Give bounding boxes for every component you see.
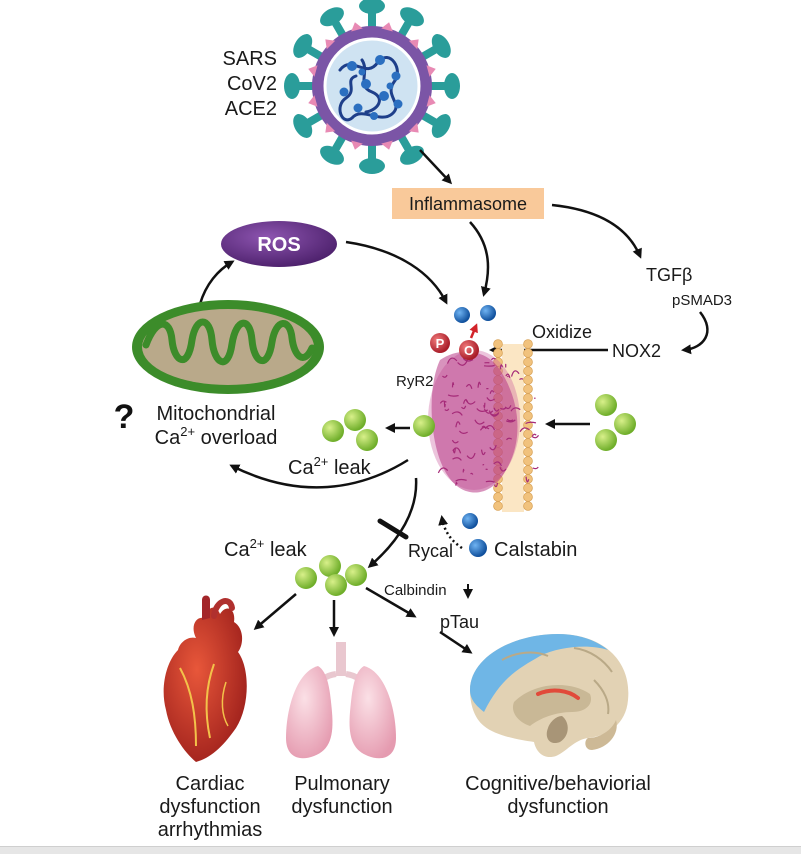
o-marker-label: O — [464, 343, 474, 358]
lipid-head — [494, 493, 503, 502]
lipid-head — [524, 484, 533, 493]
brain-illustration — [470, 634, 628, 757]
lipid-head — [524, 358, 533, 367]
nox2-label: NOX2 — [612, 341, 661, 361]
red-arrow-oxidation — [471, 326, 476, 338]
ca-ion-mito-2 — [344, 409, 366, 431]
ryr2-texture — [484, 366, 495, 367]
arrow-virus-to-inflammasome — [420, 150, 450, 182]
question-mark: ? — [114, 398, 135, 436]
ryr2-texture — [463, 469, 464, 472]
lipid-head — [524, 367, 533, 376]
mitochondrion — [132, 300, 324, 394]
ca-ion-lower-2 — [319, 555, 341, 577]
heart-illustration — [164, 596, 247, 763]
psmad3-label: pSMAD3 — [672, 292, 732, 309]
arrow-psmad3-to-nox2 — [684, 312, 707, 350]
ros-label: ROS — [257, 234, 300, 256]
ca-ion-channel — [413, 415, 435, 437]
ryr2-texture — [532, 434, 536, 436]
calstabin-molecule-free — [469, 539, 487, 557]
mito-label-line1: Mitochondrial — [157, 403, 276, 425]
lipid-head — [524, 376, 533, 385]
cardiac-label-line3: arrhythmias — [158, 819, 262, 841]
lipid-head — [524, 385, 533, 394]
virus-particle — [284, 0, 460, 174]
virus-label-ace2: ACE2 — [225, 98, 277, 120]
lipid-head — [524, 394, 533, 403]
pulmonary-label-line1: Pulmonary — [294, 773, 390, 795]
rycal-label: Rycal — [408, 541, 453, 561]
virus-label-sars: SARS — [223, 48, 277, 70]
oxidize-label: Oxidize — [532, 322, 592, 342]
arrow-inflammasome-to-tgfb — [552, 205, 640, 256]
lipid-head — [524, 340, 533, 349]
arrow-mito-to-ros — [200, 262, 232, 304]
arrow-ca-to-heart — [256, 594, 296, 628]
ptau-label: pTau — [440, 612, 479, 632]
calstabin-label: Calstabin — [494, 539, 577, 561]
lipid-head — [494, 340, 503, 349]
mito-label-line2: Ca2+ overload — [155, 424, 278, 449]
calbindin-label: Calbindin — [384, 582, 447, 599]
lipid-head — [524, 448, 533, 457]
ca-ion-mito-3 — [356, 429, 378, 451]
blue-molecule-1 — [454, 307, 470, 323]
ca-ion-lower-1 — [295, 567, 317, 589]
arrow-ros-to-ryr2 — [346, 242, 446, 302]
ryr2-texture — [533, 467, 539, 469]
lipid-head — [524, 439, 533, 448]
lipid-head — [524, 430, 533, 439]
ca-ion-lower-4 — [345, 564, 367, 586]
blue-molecule-2 — [480, 305, 496, 321]
cardiac-label-line1: Cardiac — [176, 773, 245, 795]
lipid-head — [524, 502, 533, 511]
ca-ion-ext-3 — [595, 429, 617, 451]
pulmonary-label-line2: dysfunction — [291, 796, 392, 818]
lipid-head — [524, 412, 533, 421]
lipid-head — [524, 403, 533, 412]
cognitive-label-line2: dysfunction — [507, 796, 608, 818]
ca-leak-upper-label: Ca2+ leak — [288, 454, 372, 479]
arrow-inflammasome-to-ryr2 — [470, 222, 488, 294]
ca-ion-lower-3 — [325, 574, 347, 596]
lipid-head — [524, 457, 533, 466]
ca-ion-ext-2 — [614, 413, 636, 435]
lungs-illustration — [286, 642, 396, 758]
ca-leak-lower-label: Ca2+ leak — [224, 536, 308, 561]
cardiac-label-line2: dysfunction — [159, 796, 260, 818]
lipid-head — [494, 502, 503, 511]
lipid-head — [524, 349, 533, 358]
ca-ion-ext-1 — [595, 394, 617, 416]
lipid-head — [524, 466, 533, 475]
ca-ion-mito-1 — [322, 420, 344, 442]
calstabin-molecule-bound — [462, 513, 478, 529]
lipid-head — [524, 493, 533, 502]
ryr2-label: RyR2 — [396, 373, 434, 390]
virus-label-cov2: CoV2 — [227, 73, 277, 95]
tgfb-label: TGFβ — [646, 265, 692, 285]
arrow-ptau-to-brain — [440, 632, 470, 652]
p-marker-label: P — [436, 336, 445, 351]
cognitive-label-line1: Cognitive/behaviorial — [465, 773, 651, 795]
inflammasome-label: Inflammasome — [409, 194, 527, 214]
lipid-head — [494, 349, 503, 358]
